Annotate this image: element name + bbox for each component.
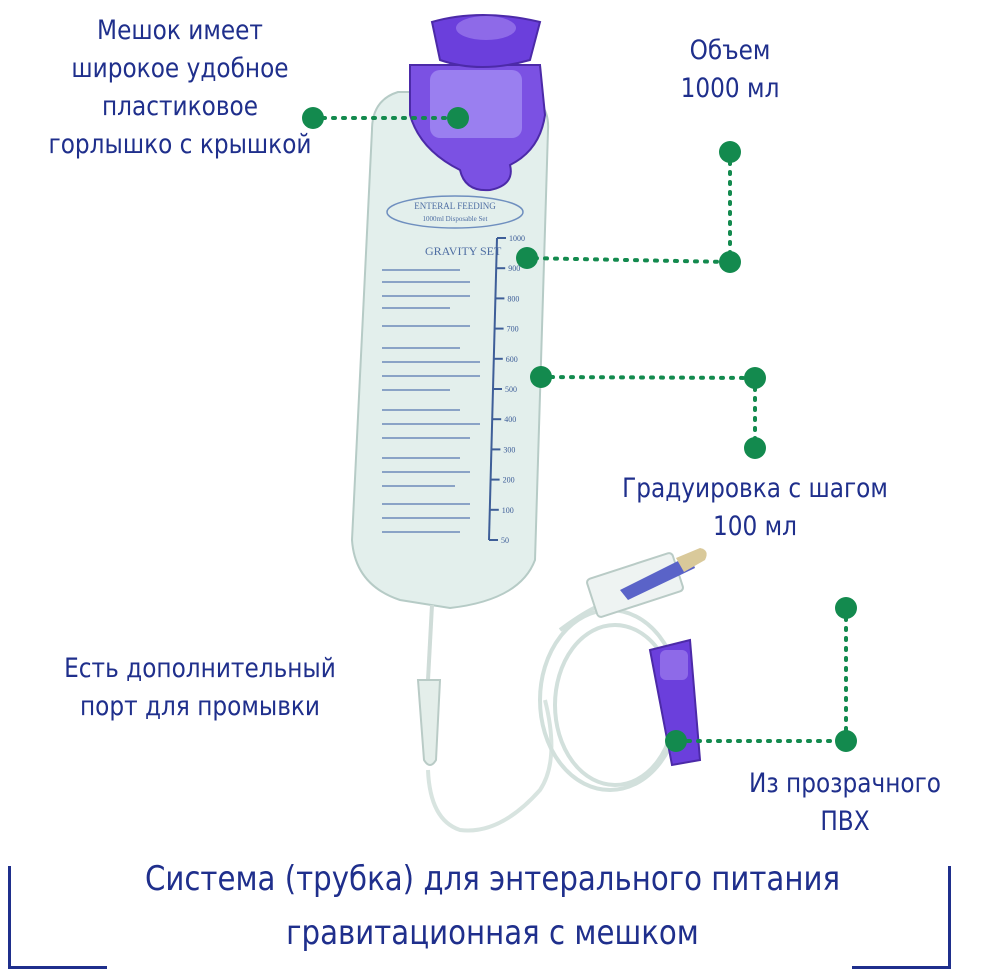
scale-label: 1000	[509, 234, 525, 243]
port-caption-line: порт для промывки	[79, 691, 321, 722]
bag-volume-scale: 1000 900 800 700 600 500 400 300 200 100 50	[488, 234, 525, 545]
bag-instructions	[382, 269, 480, 533]
scale-label: 300	[503, 445, 515, 454]
bag-logo-line2: 1000ml Disposable Set	[423, 215, 488, 223]
marker-scale-bag	[530, 366, 552, 388]
bag-set-name: GRAVITY SET	[425, 244, 502, 258]
graduation-caption: Градуировка с шагом 100 мл	[600, 470, 910, 546]
material-caption-line: ПВХ	[820, 806, 870, 837]
frame-corner-right	[852, 866, 951, 969]
marker-pvc-corner	[835, 730, 857, 752]
roller-clamp	[648, 638, 702, 767]
feeding-bag	[350, 91, 550, 610]
scale-label: 400	[504, 415, 516, 424]
graduation-caption-line: Градуировка с шагом	[622, 473, 888, 504]
marker-scale-bottom	[744, 437, 766, 459]
bag-logo-oval	[386, 195, 524, 229]
material-caption-line: Из прозрачного	[748, 768, 942, 799]
scale-label: 50	[501, 536, 509, 545]
neck-caption-line: пластиковое	[101, 91, 259, 122]
material-caption: Из прозрачного ПВХ	[738, 765, 953, 841]
marker-pvc-tube	[665, 730, 687, 752]
graduation-caption-line: 100 мл	[712, 511, 798, 542]
volume-caption-line: 1000 мл	[680, 73, 780, 104]
scale-label: 700	[507, 325, 519, 334]
footer-line1: Система (трубка) для энтерального питани…	[144, 859, 841, 899]
scale-label: 500	[505, 385, 517, 394]
neck-caption-line: широкое удобное	[71, 53, 289, 84]
bag-neck-cap	[409, 14, 547, 192]
neck-caption-line: Мешок имеет	[97, 15, 263, 46]
scale-label: 600	[506, 355, 518, 364]
marker-scale-corner	[744, 367, 766, 389]
marker-volume-corner	[719, 251, 741, 273]
port-caption-line: Есть дополнительный	[64, 653, 336, 684]
marker-pvc-top	[835, 597, 857, 619]
volume-caption: Объем 1000 мл	[627, 32, 833, 108]
volume-caption-line: Объем	[689, 35, 771, 66]
marker-neck-right	[447, 107, 469, 129]
callout-lines	[311, 116, 848, 743]
scale-label: 100	[502, 506, 514, 515]
scale-label: 200	[503, 476, 515, 485]
neck-caption: Мешок имеет широкое удобное пластиковое …	[34, 12, 326, 164]
bag-logo-line1: ENTERAL FEEDING	[414, 201, 496, 211]
footer-line2: гравитационная с мешком	[286, 913, 699, 953]
footer-title: Система (трубка) для энтерального питани…	[69, 852, 916, 960]
port-caption: Есть дополнительный порт для промывки	[45, 650, 355, 726]
scale-label: 900	[508, 264, 520, 273]
flush-port	[416, 604, 554, 833]
neck-caption-line: горлышко с крышкой	[48, 129, 312, 160]
marker-neck-left	[302, 107, 324, 129]
marker-volume-bag	[516, 247, 538, 269]
marker-volume-top	[719, 141, 741, 163]
frame-corner-left	[8, 866, 107, 969]
callout-markers	[302, 107, 857, 752]
tube-connector	[586, 548, 707, 618]
scale-label: 800	[507, 294, 519, 303]
